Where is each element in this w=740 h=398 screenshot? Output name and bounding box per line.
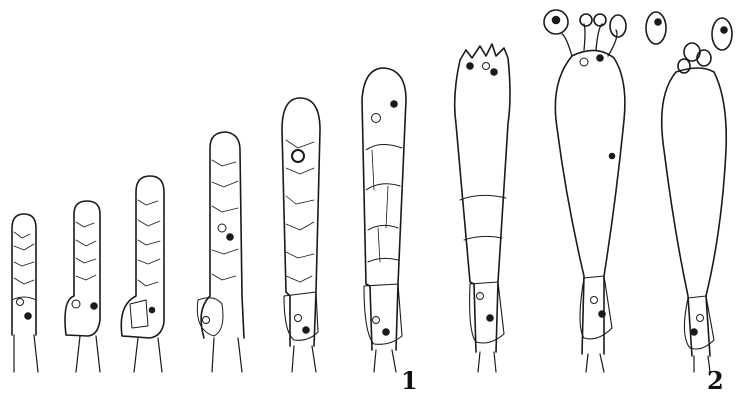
basidium-stage-8 (544, 10, 626, 372)
basidium-stage-9 (646, 12, 732, 372)
basidium-stage-7 (455, 44, 510, 372)
series-label-2: 2 (707, 369, 724, 393)
basidium-stage-2 (65, 201, 100, 372)
basidium-stage-4 (197, 132, 244, 372)
series-label-1: 1 (401, 369, 418, 393)
basidium-stage-1 (12, 214, 38, 372)
basidium-stage-6 (362, 68, 406, 372)
basidium-stage-3 (121, 176, 164, 372)
basidium-stage-5 (282, 98, 320, 372)
